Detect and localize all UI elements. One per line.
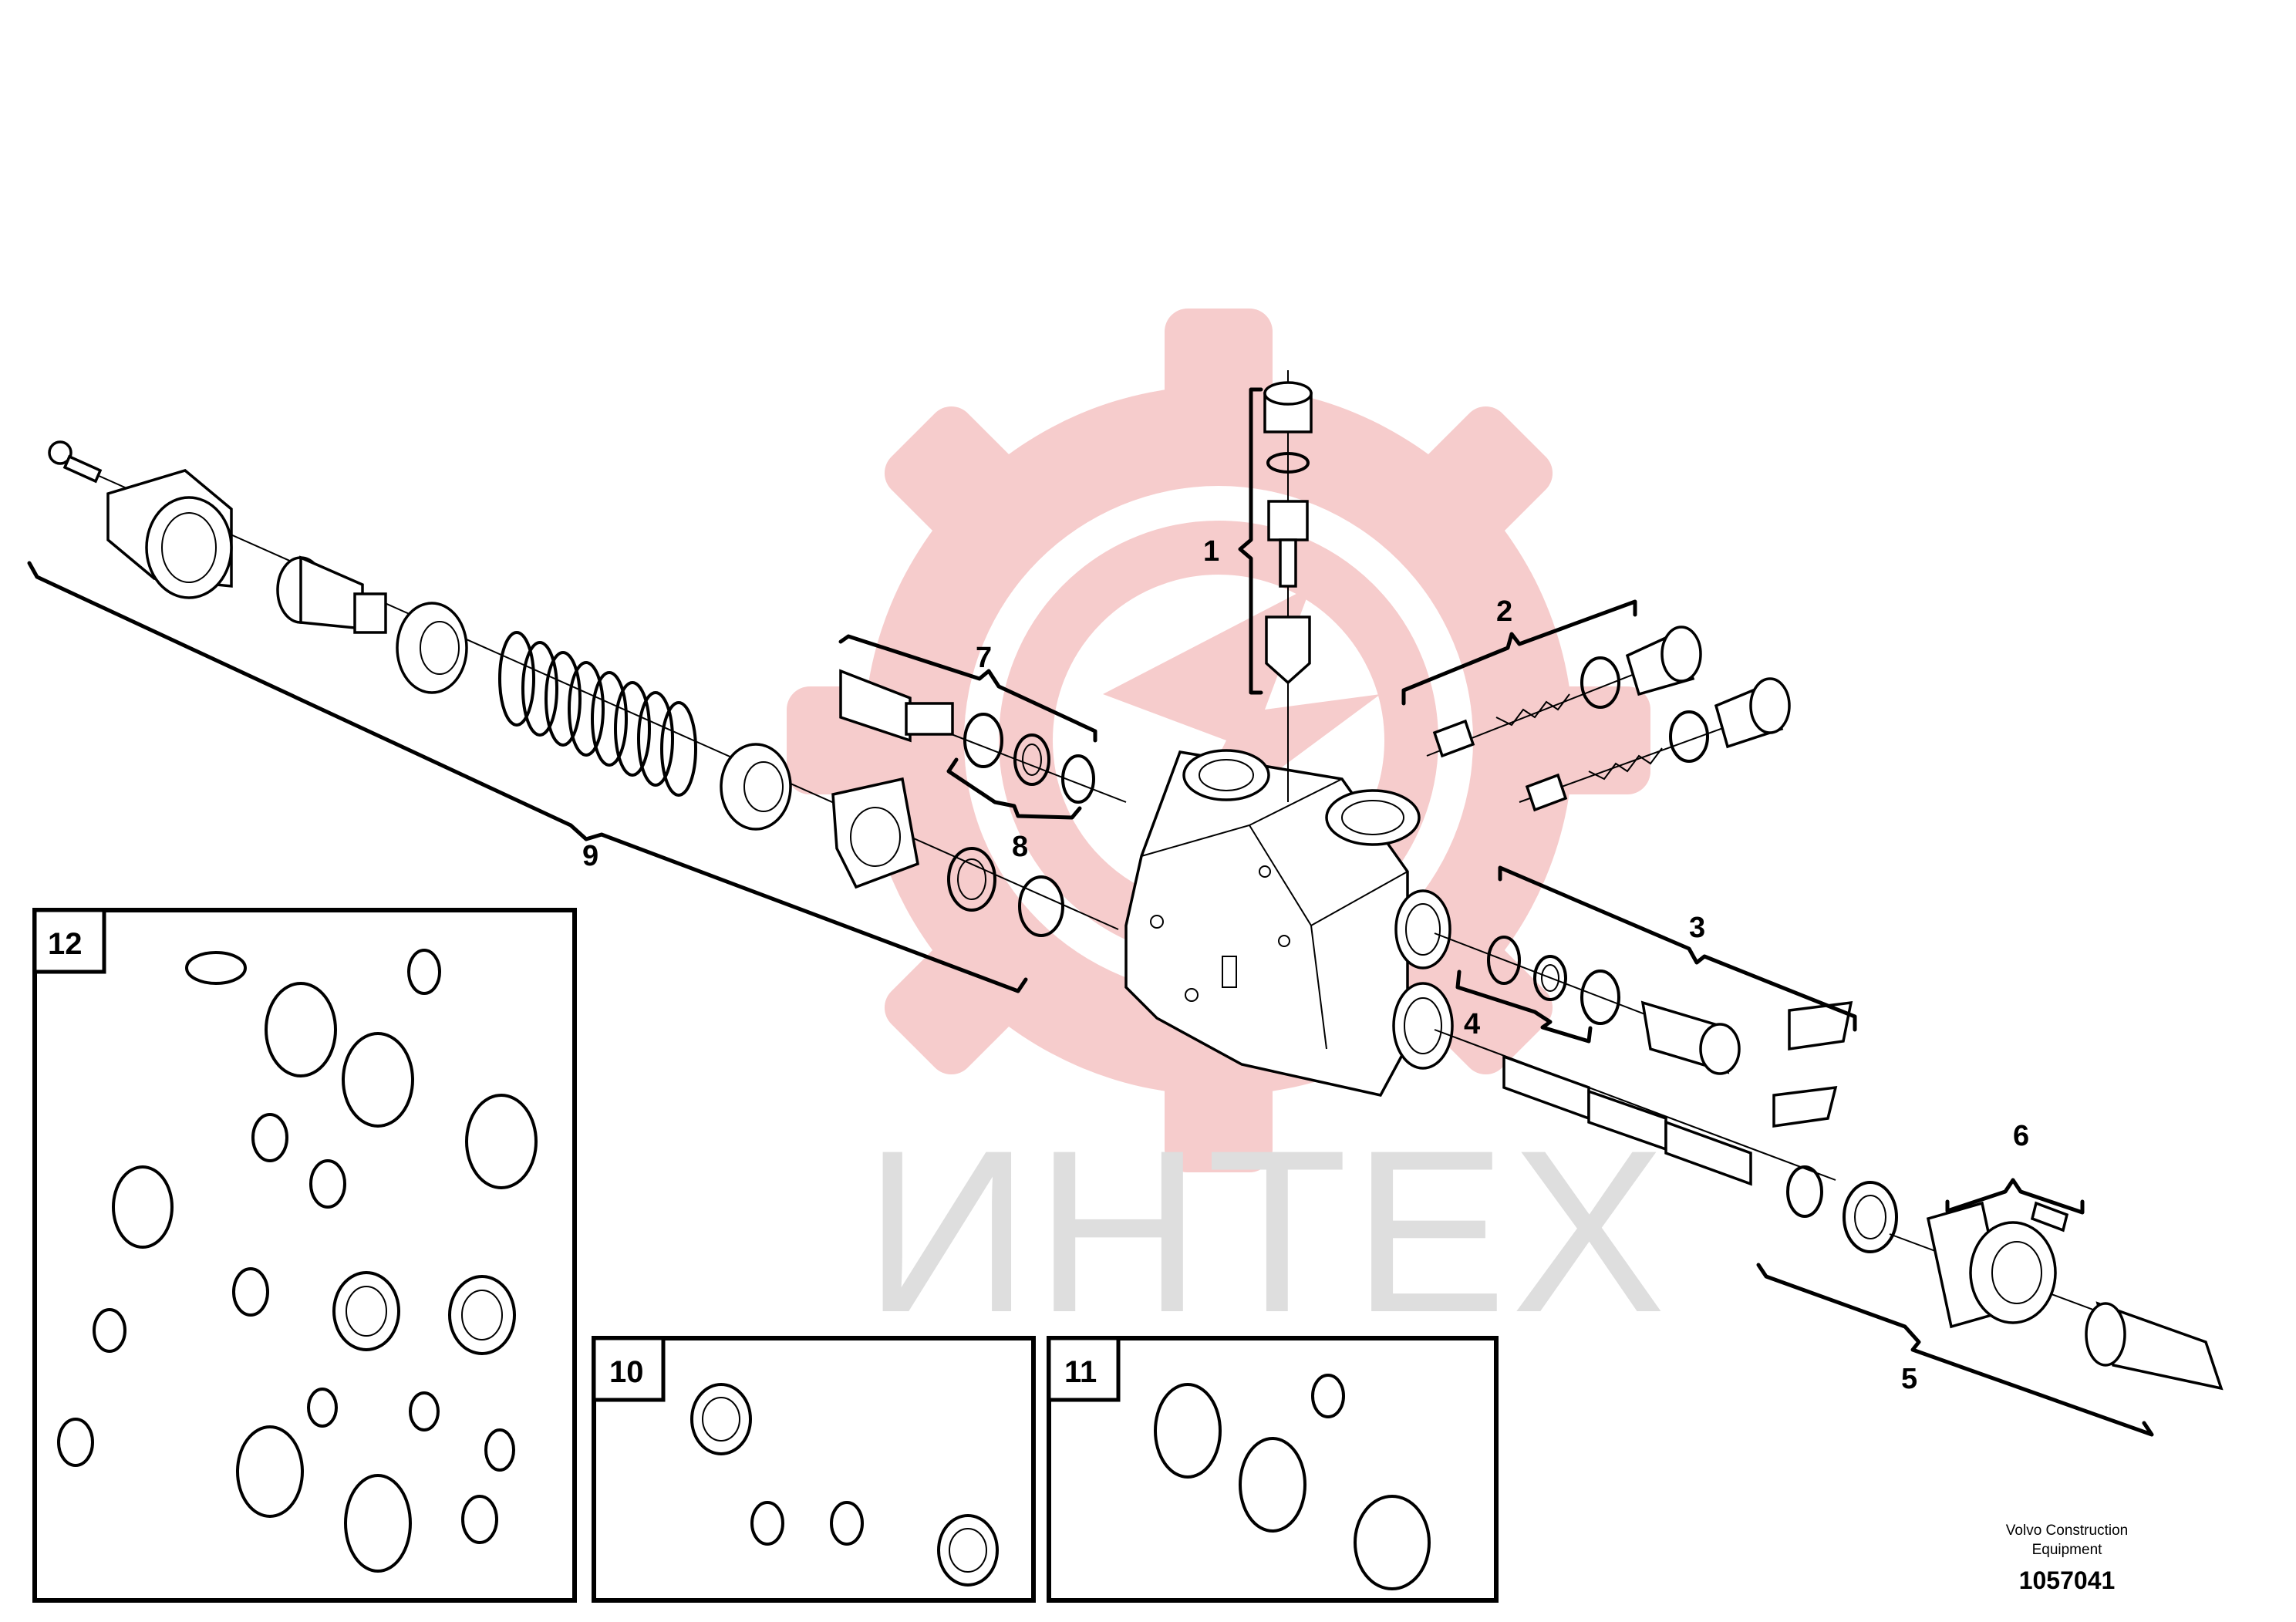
callout-2: 2 — [1496, 595, 1512, 628]
assembly-2-parts — [1426, 626, 1791, 812]
watermark-text: ИНТЕХ — [864, 1101, 1671, 1361]
assembly-5-6-parts — [1889, 1201, 2224, 1391]
callout-1: 1 — [1203, 535, 1219, 568]
callout-labels: 1 2 3 4 5 6 7 8 9 — [582, 535, 2029, 1395]
callout-4: 4 — [1464, 1008, 1480, 1040]
callout-3: 3 — [1689, 912, 1705, 944]
spring — [498, 631, 697, 797]
assembly-7-8-parts — [839, 669, 1127, 804]
brand-line-1: Volvo Construction — [2006, 1523, 2128, 1539]
assembly-1-parts — [1263, 370, 1313, 802]
drawing-footer: Volvo Construction Equipment 1057041 — [2006, 1523, 2128, 1594]
callout-6: 6 — [2013, 1120, 2029, 1152]
kit-label-11: 11 — [1064, 1355, 1097, 1389]
callout-braces — [27, 387, 2154, 1437]
seal-kit-box-12: 12 — [32, 908, 577, 1603]
assembly-3-4-parts — [1434, 932, 1898, 1253]
seal-kit-box-11: 11 — [1047, 1336, 1499, 1603]
drawing-number: 1057041 — [2019, 1566, 2116, 1594]
kit-label-10: 10 — [609, 1355, 644, 1389]
brand-line-2: Equipment — [2032, 1542, 2103, 1558]
callout-8: 8 — [1012, 831, 1028, 863]
assembly-9-parts — [48, 440, 1119, 937]
callout-7: 7 — [976, 642, 992, 674]
callout-9: 9 — [582, 840, 598, 872]
valve-body — [1124, 749, 1454, 1097]
kit-label-12: 12 — [48, 927, 83, 961]
callout-5: 5 — [1901, 1363, 1917, 1395]
seal-kit-box-10: 10 — [592, 1336, 1036, 1603]
